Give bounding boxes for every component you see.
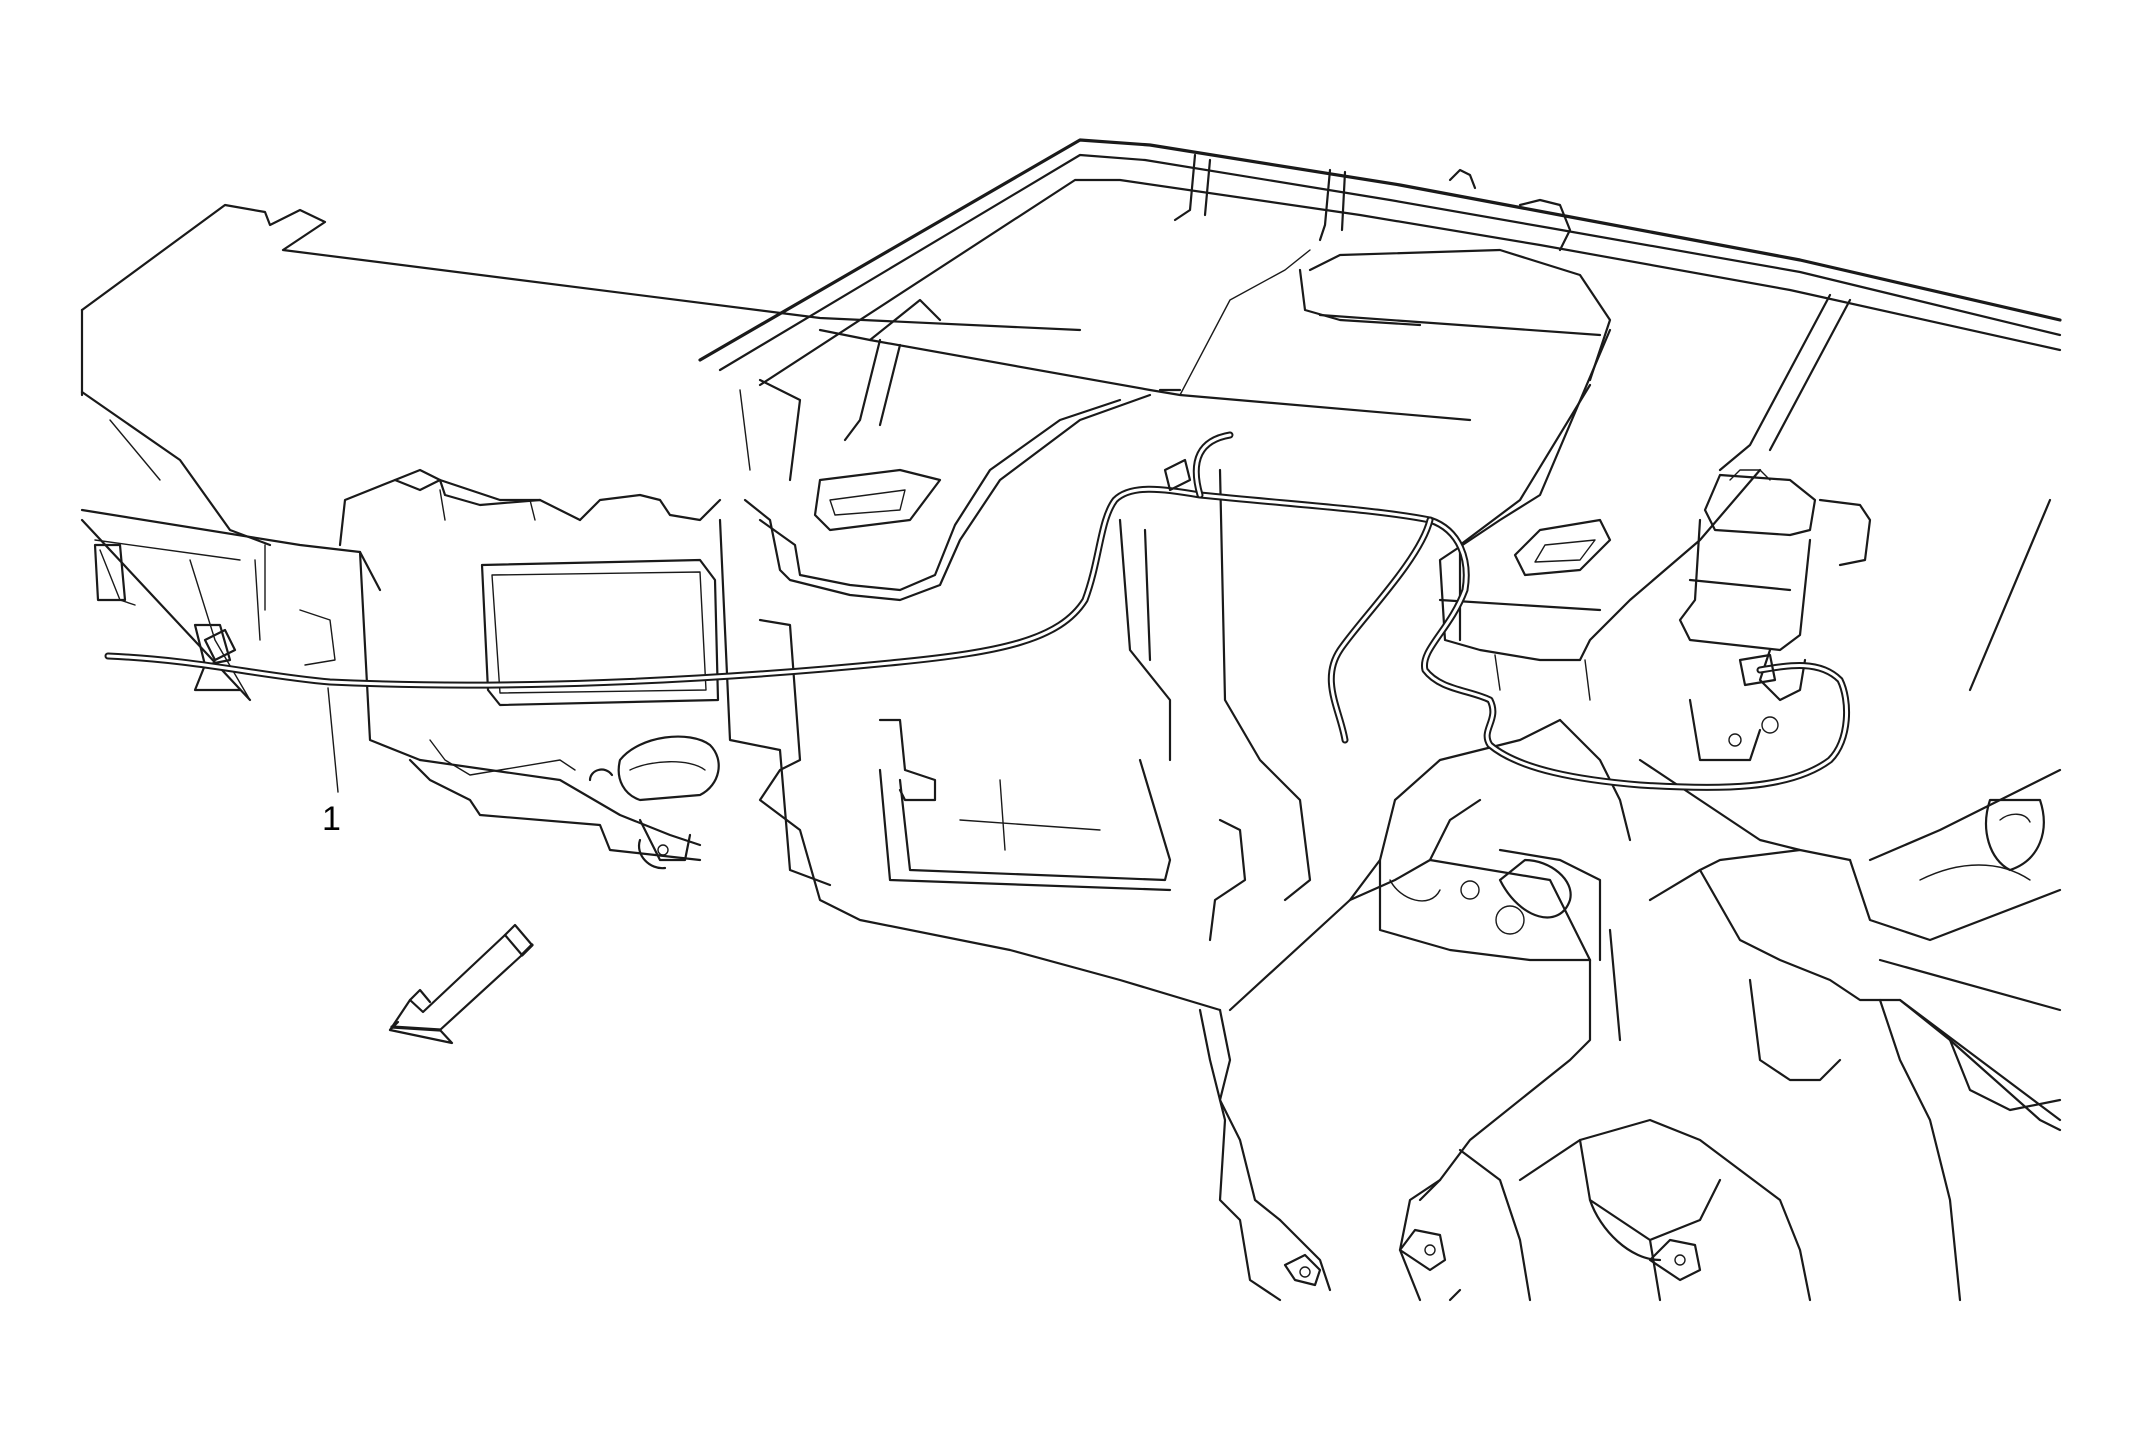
blower-motor [588, 735, 720, 870]
wiring-harness [104, 431, 1851, 791]
callout-1-label: 1 [322, 800, 341, 838]
upper-frame [698, 138, 2062, 692]
steering-column-brackets [1398, 998, 2062, 1302]
center-vent-duct [739, 249, 1472, 602]
right-lower-structure [1198, 718, 2062, 1302]
left-vent-housing [338, 468, 832, 887]
callout-1-leader [327, 687, 339, 793]
lower-left-fascia [1218, 1008, 1332, 1292]
center-lower-structure [758, 468, 1312, 1012]
left-duct-cover [80, 203, 1082, 702]
sensor-module [1678, 469, 1872, 762]
front-direction-arrow-icon [388, 923, 534, 1045]
right-vent-duct [1298, 248, 1762, 701]
left-end-clips [93, 543, 336, 692]
